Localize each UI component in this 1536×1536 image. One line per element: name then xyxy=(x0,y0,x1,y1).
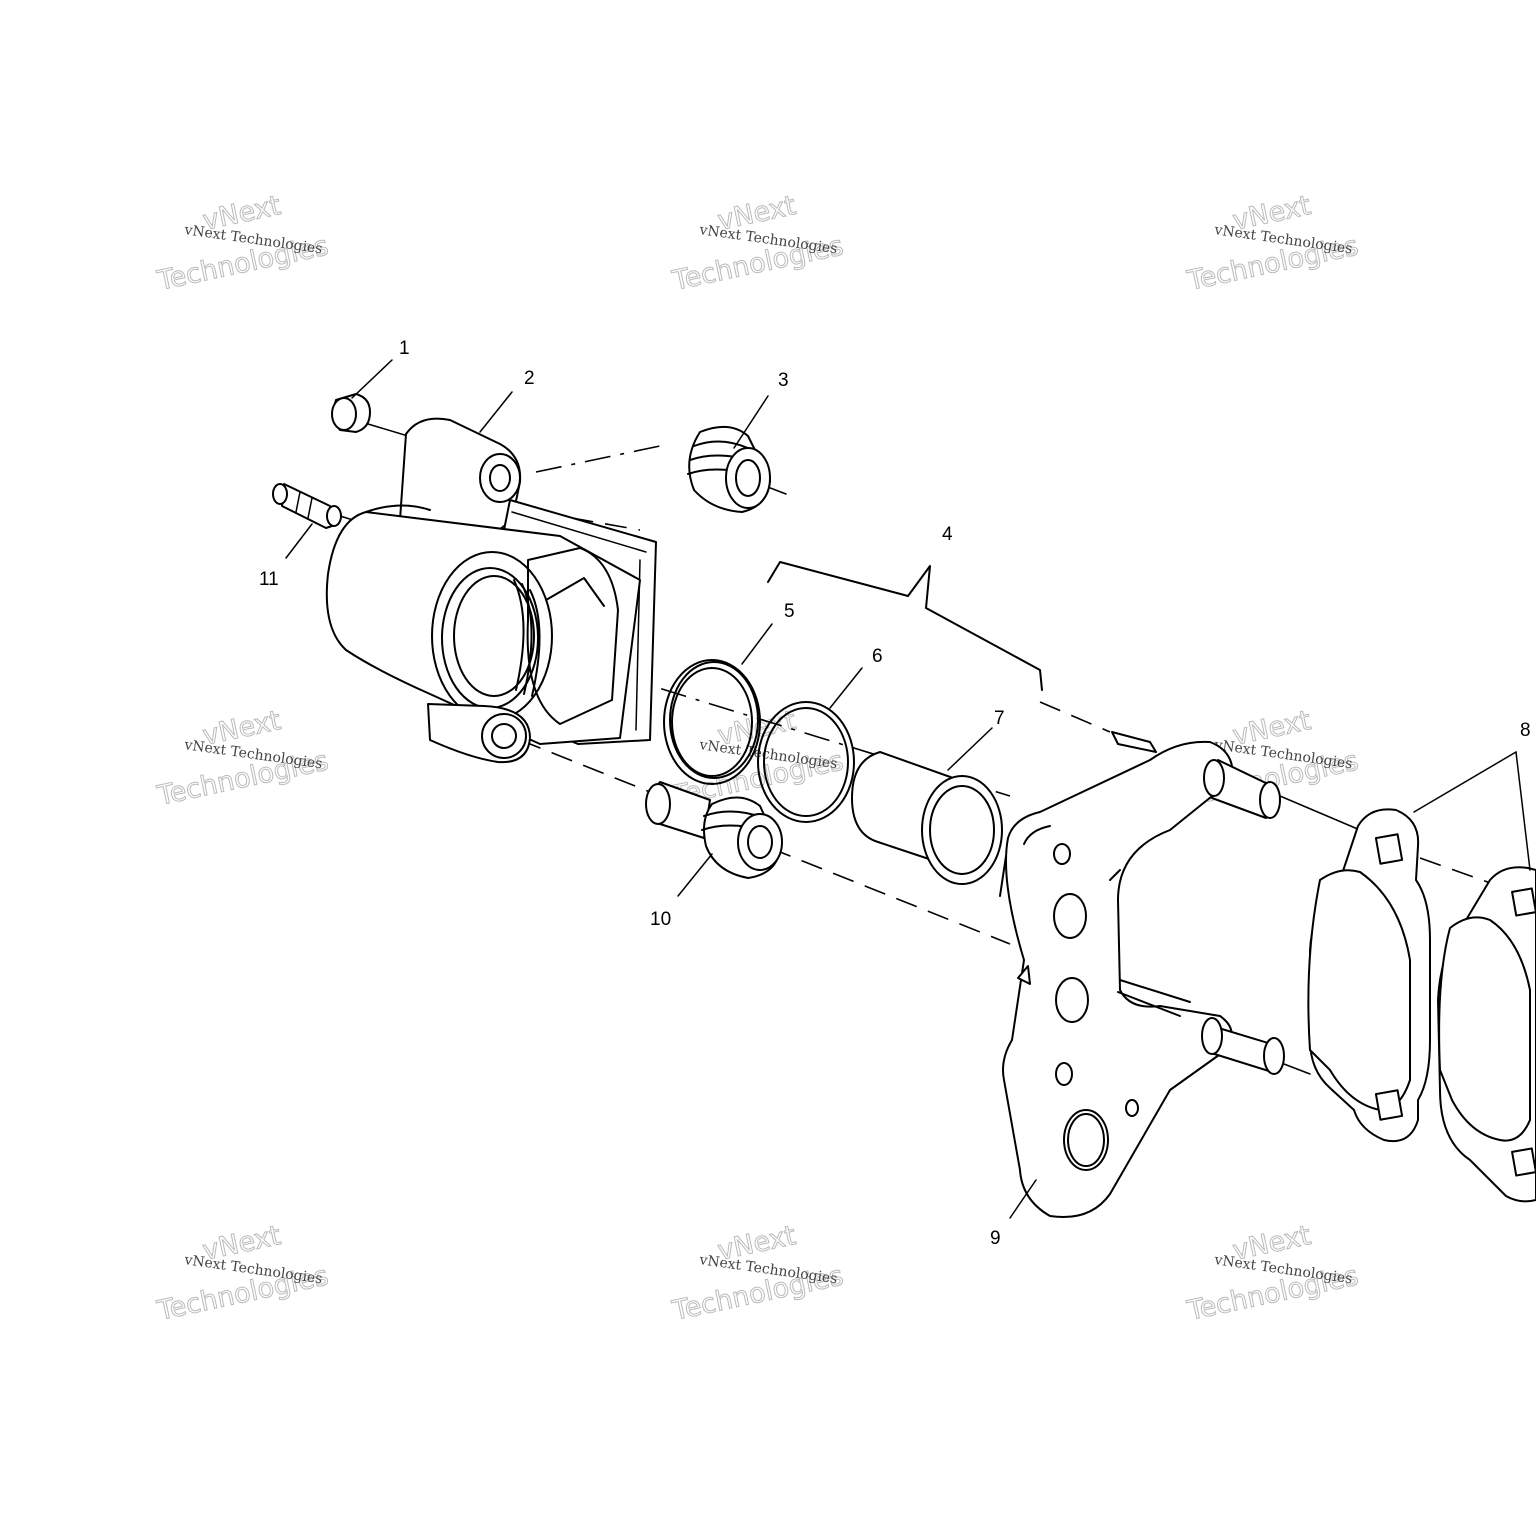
callout-8: 8 xyxy=(1520,720,1531,741)
callout-3: 3 xyxy=(778,370,789,391)
leader-line-8a xyxy=(1413,751,1517,813)
leader-line-1 xyxy=(351,359,393,399)
brake-pad-inner xyxy=(1307,808,1431,1142)
bleeder-cap xyxy=(331,393,371,433)
watermark: vNext Technologies vNext Technologies xyxy=(154,705,332,813)
leader-line-9 xyxy=(1009,1179,1037,1219)
callout-labels: 1 2 3 4 5 6 7 8 9 10 11 xyxy=(259,338,1531,1249)
seal-kit-bracket xyxy=(767,561,1043,691)
bleeder-screw xyxy=(272,483,342,529)
mounting-bracket xyxy=(999,731,1285,1218)
lower-pin-boot xyxy=(701,796,783,879)
watermark: vNext Technologies vNext Technologies xyxy=(154,190,332,298)
callout-7: 7 xyxy=(994,708,1005,729)
leader-line-7 xyxy=(947,727,993,771)
leader-line-11 xyxy=(285,523,313,559)
callout-10: 10 xyxy=(650,909,671,930)
watermark: vNext Technologies vNext Technologies xyxy=(669,190,847,298)
leader-line-5 xyxy=(741,623,773,665)
piston-seal xyxy=(663,659,761,785)
callout-5: 5 xyxy=(784,601,795,622)
callout-6: 6 xyxy=(872,646,883,667)
watermark: vNext Technologies vNext Technologies xyxy=(1184,190,1362,298)
leader-line-8b xyxy=(1515,751,1531,871)
brake-pad-outer xyxy=(1437,866,1536,1203)
leader-line-6 xyxy=(829,667,863,709)
caliper-housing xyxy=(325,417,657,764)
watermark: vNext Technologies vNext Technologies xyxy=(1184,1220,1362,1328)
callout-1: 1 xyxy=(399,338,410,359)
piston xyxy=(851,751,1003,885)
lower-slide-pin xyxy=(645,781,711,839)
watermark: vNext Technologies vNext Technologies xyxy=(154,1220,332,1328)
leader-lines xyxy=(285,359,1531,1219)
callout-4: 4 xyxy=(942,524,953,545)
callout-11: 11 xyxy=(259,569,279,590)
callout-9: 9 xyxy=(990,1228,1001,1249)
leader-line-10 xyxy=(677,853,713,897)
dust-seal xyxy=(757,701,855,823)
upper-pin-boot xyxy=(687,425,771,513)
leader-line-2 xyxy=(479,391,513,433)
leader-line-3 xyxy=(733,395,769,449)
callout-2: 2 xyxy=(524,368,535,389)
watermark: vNext Technologies vNext Technologies xyxy=(669,1220,847,1328)
